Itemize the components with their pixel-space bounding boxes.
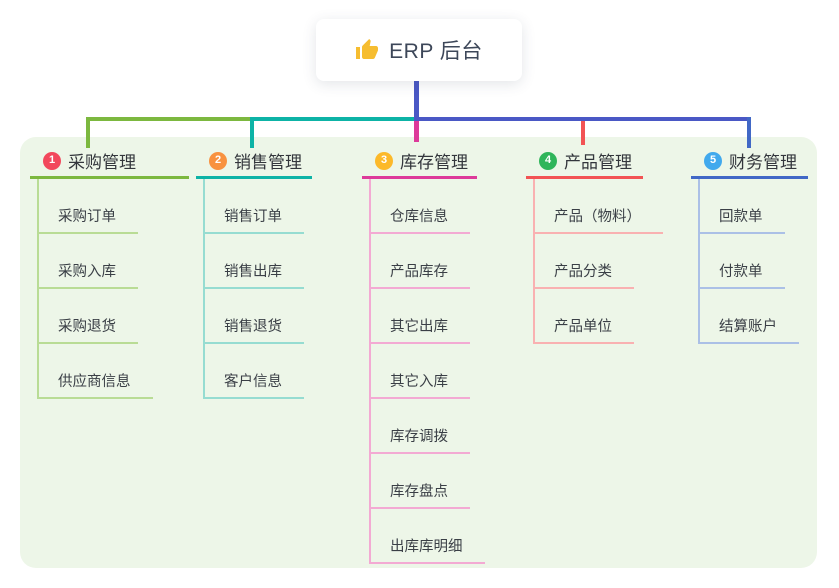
node-outbound-detail[interactable]: 出库库明细 — [369, 509, 485, 564]
node-warehouse-info[interactable]: 仓库信息 — [369, 179, 470, 234]
connector-root-drop — [414, 81, 419, 118]
node-supplier-info[interactable]: 供应商信息 — [37, 344, 153, 399]
branch-vertical-line — [698, 179, 700, 344]
node-other-outbound[interactable]: 其它出库 — [369, 289, 470, 344]
node-product-material[interactable]: 产品（物料） — [533, 179, 663, 234]
node-other-inbound[interactable]: 其它入库 — [369, 344, 470, 399]
node-customer-info[interactable]: 客户信息 — [203, 344, 304, 399]
node-settlement-account[interactable]: 结算账户 — [698, 289, 799, 344]
node-product-category[interactable]: 产品分类 — [533, 234, 634, 289]
connector-drop-finance — [747, 117, 751, 148]
branch-sales: 2 销售管理 销售订单 销售出库 销售退货 客户信息 — [196, 145, 312, 399]
root-title: ERP 后台 — [389, 40, 483, 63]
node-purchase-return[interactable]: 采购退货 — [37, 289, 138, 344]
branch-label: 采购管理 — [68, 153, 136, 172]
branch-header-finance[interactable]: 5 财务管理 — [691, 145, 808, 179]
node-receipt-bill[interactable]: 回款单 — [698, 179, 785, 234]
branch-product: 4 产品管理 产品（物料） 产品分类 产品单位 — [526, 145, 663, 344]
branch-items: 销售订单 销售出库 销售退货 客户信息 — [196, 179, 312, 399]
branch-vertical-line — [37, 179, 39, 399]
branch-vertical-line — [369, 179, 371, 564]
node-sales-outbound[interactable]: 销售出库 — [203, 234, 304, 289]
branch-label: 库存管理 — [400, 153, 468, 172]
node-purchase-inbound[interactable]: 采购入库 — [37, 234, 138, 289]
branch-badge-3: 3 — [375, 151, 393, 170]
branches-background-panel — [20, 137, 817, 568]
node-purchase-order[interactable]: 采购订单 — [37, 179, 138, 234]
thumbs-up-icon — [356, 39, 379, 59]
connector-horizontal-teal — [252, 117, 416, 121]
branch-label: 产品管理 — [564, 153, 632, 172]
branch-items: 采购订单 采购入库 采购退货 供应商信息 — [30, 179, 189, 399]
branch-badge-1: 1 — [43, 151, 61, 170]
node-payment-bill[interactable]: 付款单 — [698, 234, 785, 289]
connector-drop-sales — [250, 117, 254, 148]
branch-finance: 5 财务管理 回款单 付款单 结算账户 — [691, 145, 808, 344]
node-product-stock[interactable]: 产品库存 — [369, 234, 470, 289]
node-stock-count[interactable]: 库存盘点 — [369, 454, 470, 509]
branch-header-product[interactable]: 4 产品管理 — [526, 145, 643, 179]
branch-purchase: 1 采购管理 采购订单 采购入库 采购退货 供应商信息 — [30, 145, 189, 399]
branch-vertical-line — [203, 179, 205, 399]
connector-drop-purchase — [86, 117, 90, 148]
connector-horizontal-green — [86, 117, 252, 121]
branch-header-inventory[interactable]: 3 库存管理 — [362, 145, 477, 179]
root-node[interactable]: ERP 后台 — [316, 19, 522, 81]
branch-badge-5: 5 — [704, 151, 722, 170]
branch-label: 财务管理 — [729, 153, 797, 172]
branch-vertical-line — [533, 179, 535, 344]
branch-items: 仓库信息 产品库存 其它出库 其它入库 库存调拨 库存盘点 出库库明细 — [362, 179, 485, 564]
node-product-unit[interactable]: 产品单位 — [533, 289, 634, 344]
branch-header-sales[interactable]: 2 销售管理 — [196, 145, 312, 179]
connector-drop-product — [581, 121, 585, 145]
node-sales-return[interactable]: 销售退货 — [203, 289, 304, 344]
branch-inventory: 3 库存管理 仓库信息 产品库存 其它出库 其它入库 库存调拨 库存盘点 出库库… — [362, 145, 485, 564]
branch-header-purchase[interactable]: 1 采购管理 — [30, 145, 189, 179]
node-sales-order[interactable]: 销售订单 — [203, 179, 304, 234]
branch-items: 产品（物料） 产品分类 产品单位 — [526, 179, 663, 344]
branch-items: 回款单 付款单 结算账户 — [691, 179, 808, 344]
branch-badge-4: 4 — [539, 151, 557, 170]
connector-drop-inventory — [414, 121, 419, 142]
node-stock-transfer[interactable]: 库存调拨 — [369, 399, 470, 454]
branch-label: 销售管理 — [234, 153, 302, 172]
branch-badge-2: 2 — [209, 151, 227, 170]
connector-horizontal-blue — [414, 117, 751, 121]
